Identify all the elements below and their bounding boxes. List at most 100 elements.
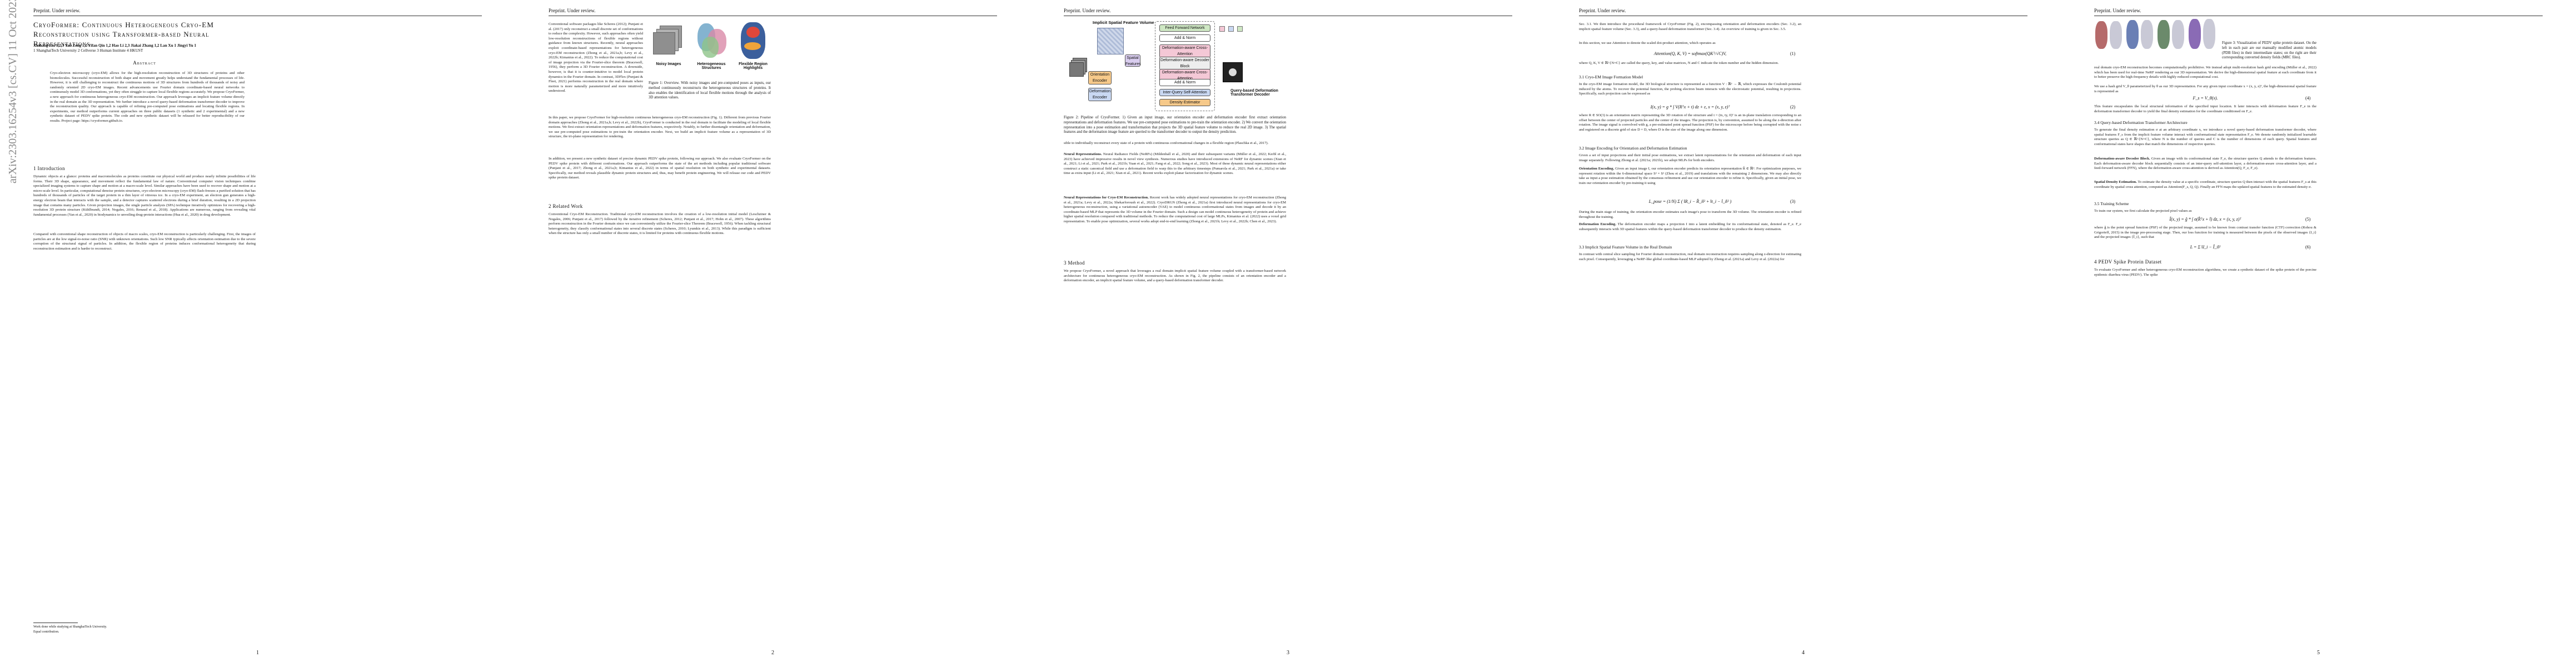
section-4-heading: 4 PEDV Spike Protein Dataset	[2094, 259, 2162, 265]
section-3-4-heading: 3.4 Query-based Deformation Transformer …	[2094, 120, 2188, 125]
intro-body: Dynamic objects at a glance: proteins an…	[33, 175, 256, 217]
equation-4: F_s = V_θ(x).	[2193, 96, 2218, 101]
method-heading: 3 Method	[1064, 260, 1085, 266]
running-header: Preprint. Under review.	[2094, 8, 2141, 13]
neural-rep-cryo-heading: Neural Representations for Cryo-EM Recon…	[1064, 196, 1149, 200]
equation-6: L = Σ ‖I_i − Î_i‖²	[2190, 245, 2221, 250]
arxiv-stamp: arXiv:2303.16254v3 [cs.CV] 11 Oct 2023	[7, 0, 19, 183]
running-header: Preprint. Under review.	[1579, 8, 1626, 13]
section-3-3-body: In contrast with central slice sampling …	[1579, 252, 1801, 261]
decoder-block-paragraph: Deformation-aware Decoder Block. Given a…	[2094, 157, 2316, 171]
equation-5: Î(x, y) = ĝ * ∫ σ(R̂ᵀx + t̂) dz, x = (x,…	[2169, 217, 2241, 222]
deformation-encoding-heading: Deformation Encoding.	[1579, 222, 1616, 226]
transformer-decoder-frame	[1155, 21, 1215, 111]
feature-volume-cube	[1097, 28, 1124, 54]
spatial-density-heading: Spatial Density Estimation.	[2094, 180, 2137, 184]
page-4: Preprint. Under review. Sec. 3.1. We the…	[1546, 0, 2061, 667]
related-work-heading: 2 Related Work	[549, 203, 583, 209]
section-3-3-heading: 3.3 Implicit Spatial Feature Volume in t…	[1579, 245, 1672, 250]
section-4-body: To evaluate CryoFormer and other heterog…	[2094, 268, 2316, 277]
fig1-label-flexible: Flexible Region Highlights	[739, 62, 768, 70]
page-number: 4	[1802, 650, 1805, 656]
section-3-1-body: In the cryo-EM image formation model, th…	[1579, 82, 1801, 96]
predicted-image	[1223, 62, 1243, 82]
spatial-density-text: To estimate the density value at a speci…	[2094, 180, 2316, 189]
paragraph-3: In addition, we present a new synthetic …	[549, 157, 771, 180]
neural-rep-cryo-paragraph: Neural Representations for Cryo-EM Recon…	[1064, 196, 1286, 225]
footnote-2: Equal contribution.	[33, 630, 59, 634]
spatial-density-paragraph: Spatial Density Estimation. To estimate …	[2094, 180, 2316, 190]
page-1: Preprint. Under review. arXiv:2303.16254…	[0, 0, 515, 667]
cross-attention-box-top: Deformation-aware Cross-Attention	[1159, 44, 1210, 58]
affiliations: 1 ShanghaiTech University 2 Cellverse 3 …	[33, 48, 143, 53]
intro-body-2: Compared with conventional shape reconst…	[33, 232, 256, 251]
running-header: Preprint. Under review.	[549, 8, 596, 13]
paragraph: sible to individually reconstruct every …	[1064, 141, 1269, 145]
paper-title: CryoFormer: Continuous Heterogeneous Cry…	[33, 21, 215, 48]
neural-rep-text: Neural Radiance Fields (NeRFs) (Mildenha…	[1064, 152, 1286, 176]
figure-3-caption: Figure 3: Visualization of PEDV spike pr…	[2222, 41, 2316, 60]
input-image-stack	[1069, 58, 1087, 80]
paragraph-2: In this paper, we propose CryoFormer for…	[549, 116, 771, 139]
add-norm-box-top: Add & Norm	[1159, 34, 1210, 42]
section-3-4-body: To generate the final density estimation…	[2094, 128, 2316, 146]
noisy-images-stack	[653, 26, 682, 59]
equation-4-number: (4)	[2305, 96, 2311, 101]
section-3-5-where: where ĝ is the point spread function (PS…	[2094, 226, 2316, 240]
intro-paragraph: Sec. 3.1. We then introduce the procedur…	[1579, 22, 1801, 31]
fig1-label-heterogeneous: Heterogeneous Structures	[697, 62, 726, 70]
running-header: Preprint. Under review.	[1064, 8, 1111, 13]
orientation-encoding-text: Given an input image I, our orientation …	[1579, 167, 1802, 185]
neural-rep-paragraph: Neural Representations. Neural Radiance …	[1064, 152, 1286, 176]
section-3-5-heading: 3.5 Training Scheme	[2094, 201, 2129, 206]
paragraph-2: We use a hash grid V_θ parameterized by …	[2094, 84, 2316, 93]
equation-3: L_pose = (1/N) Σ ( ‖R_i − R̂_i‖² + ‖t_i …	[1648, 199, 1732, 204]
intro-heading: 1 Introduction	[33, 166, 65, 171]
ffn-box-top: Feed Forward Network	[1159, 24, 1210, 32]
deformation-encoding-text: The deformation encoder maps a projectio…	[1579, 222, 1801, 231]
equation-2-number: (2)	[1790, 104, 1796, 109]
figure-2-caption: Figure 2: Pipeline of CryoFormer. 1) Giv…	[1064, 116, 1286, 135]
orientation-encoder-box: Orientation Encoder	[1088, 71, 1112, 84]
spatial-features-box: Spatial Features	[1125, 54, 1141, 67]
abstract-heading-text: Abstract	[133, 60, 156, 66]
intro-continued: Conventional software packages like Sche…	[549, 22, 643, 93]
figure-1-caption: Figure 1: Overview. With noisy images an…	[649, 81, 771, 100]
equation-1-number: (1)	[1790, 51, 1796, 56]
page-number: 5	[2317, 650, 2320, 656]
equation-2: I(x, y) = g * ∫ V(Rᵀx + t) dz + ε, x = (…	[1650, 104, 1730, 109]
author-list: Xinhang Liu 1,2,3 Yan Zeng 1,2 Yifan Qin…	[33, 43, 256, 53]
figure-2-pipeline: Implicit Spatial Feature Volume Orientat…	[1064, 18, 1286, 112]
figure-3-proteins	[2094, 18, 2216, 52]
abstract-heading: Abstract	[33, 60, 256, 66]
add-norm-box: Add & Norm	[1159, 79, 1210, 86]
section-3-1-heading: 3.1 Cryo-EM Image Formation Model	[1579, 74, 1643, 79]
density-estimator-box: Density Estimator	[1159, 99, 1210, 106]
heterogeneous-structures-graphic	[694, 23, 729, 59]
orientation-encoding-paragraph: Orientation Encoding. Given an input ima…	[1579, 167, 1801, 186]
footnote-1: Work done while studying at ShanghaiTech…	[33, 625, 107, 629]
attention-where: where Q, K, V ∈ ℝ^{N×C} are called the q…	[1579, 61, 1779, 65]
section-3-2-body: Given a set of input projections and the…	[1579, 153, 1801, 162]
attention-intro: In this section, we use Attention to den…	[1579, 41, 1716, 45]
abstract-body: Cryo-electron microscopy (cryo-EM) allow…	[50, 71, 245, 123]
page-number: 3	[1287, 650, 1289, 656]
flexible-region-graphic	[736, 22, 770, 60]
section-3-5-body: To train our system, we first calculate …	[2094, 209, 2192, 213]
equation-1: Attention(Q, K, V) = softmax(QKᵀ/√C)V,	[1653, 51, 1727, 56]
equation-6-number: (6)	[2305, 245, 2311, 250]
section-3-2-heading: 3.2 Image Encoding for Orientation and D…	[1579, 146, 1687, 151]
equation-3-number: (3)	[1790, 199, 1796, 204]
deformation-encoder-box: Deformation Encoder	[1088, 88, 1112, 101]
fig1-label-noisy: Noisy Images	[656, 62, 681, 66]
paragraph-3: This feature encapsulates the local stru…	[2094, 104, 2316, 113]
authors: Xinhang Liu 1,2,3 Yan Zeng 1,2 Yifan Qin…	[33, 43, 197, 48]
query-tokens	[1219, 24, 1247, 32]
page-5: Preprint. Under review. Figure 3: Visual…	[2061, 0, 2576, 667]
fig2-decoder-label: Query-based Deformation Transformer Deco…	[1230, 89, 1278, 97]
decoder-block-text: Given an image with its conformational s…	[2094, 157, 2316, 171]
self-attention-box: Inter-Query Self-Attention	[1159, 89, 1210, 96]
section-3-1-where: where R ∈ SO(3) is an orientation matrix…	[1579, 113, 1801, 132]
decoder-block-box: Deformation-aware Decoder Block	[1159, 57, 1210, 70]
page-number: 2	[771, 650, 774, 656]
